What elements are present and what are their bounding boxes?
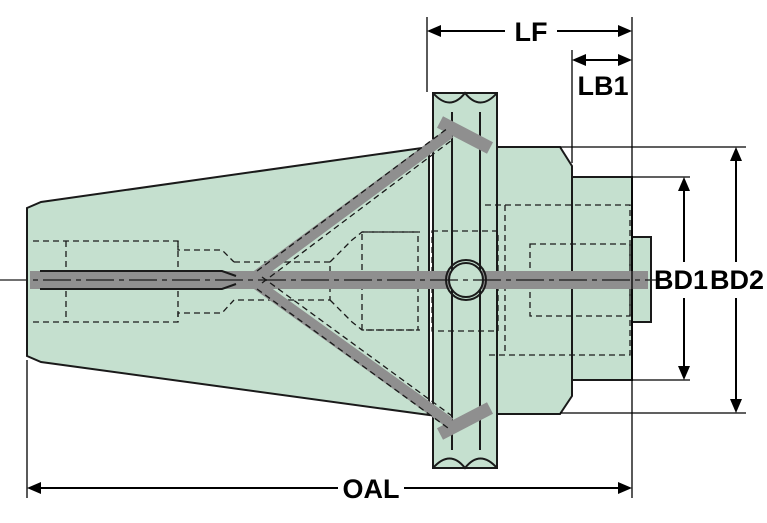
oal-label: OAL [343, 474, 400, 504]
oal-dimension: OAL [27, 474, 632, 504]
bd2-dimension: BD2 [710, 147, 764, 413]
lf-dimension: LF [427, 17, 632, 47]
bd1-label: BD1 [654, 265, 708, 295]
extension-lines [26, 17, 746, 498]
coolant-channel-lower [251, 278, 454, 428]
lf-label: LF [515, 17, 548, 47]
flange-groove-top [432, 91, 498, 104]
coolant-channel-upper [251, 128, 454, 282]
lb1-label: LB1 [577, 71, 628, 101]
bd2-label: BD2 [710, 265, 764, 295]
flange-groove-bottom [432, 457, 498, 470]
lb1-dimension: LB1 [572, 54, 632, 101]
bd1-dimension: BD1 [654, 177, 708, 380]
